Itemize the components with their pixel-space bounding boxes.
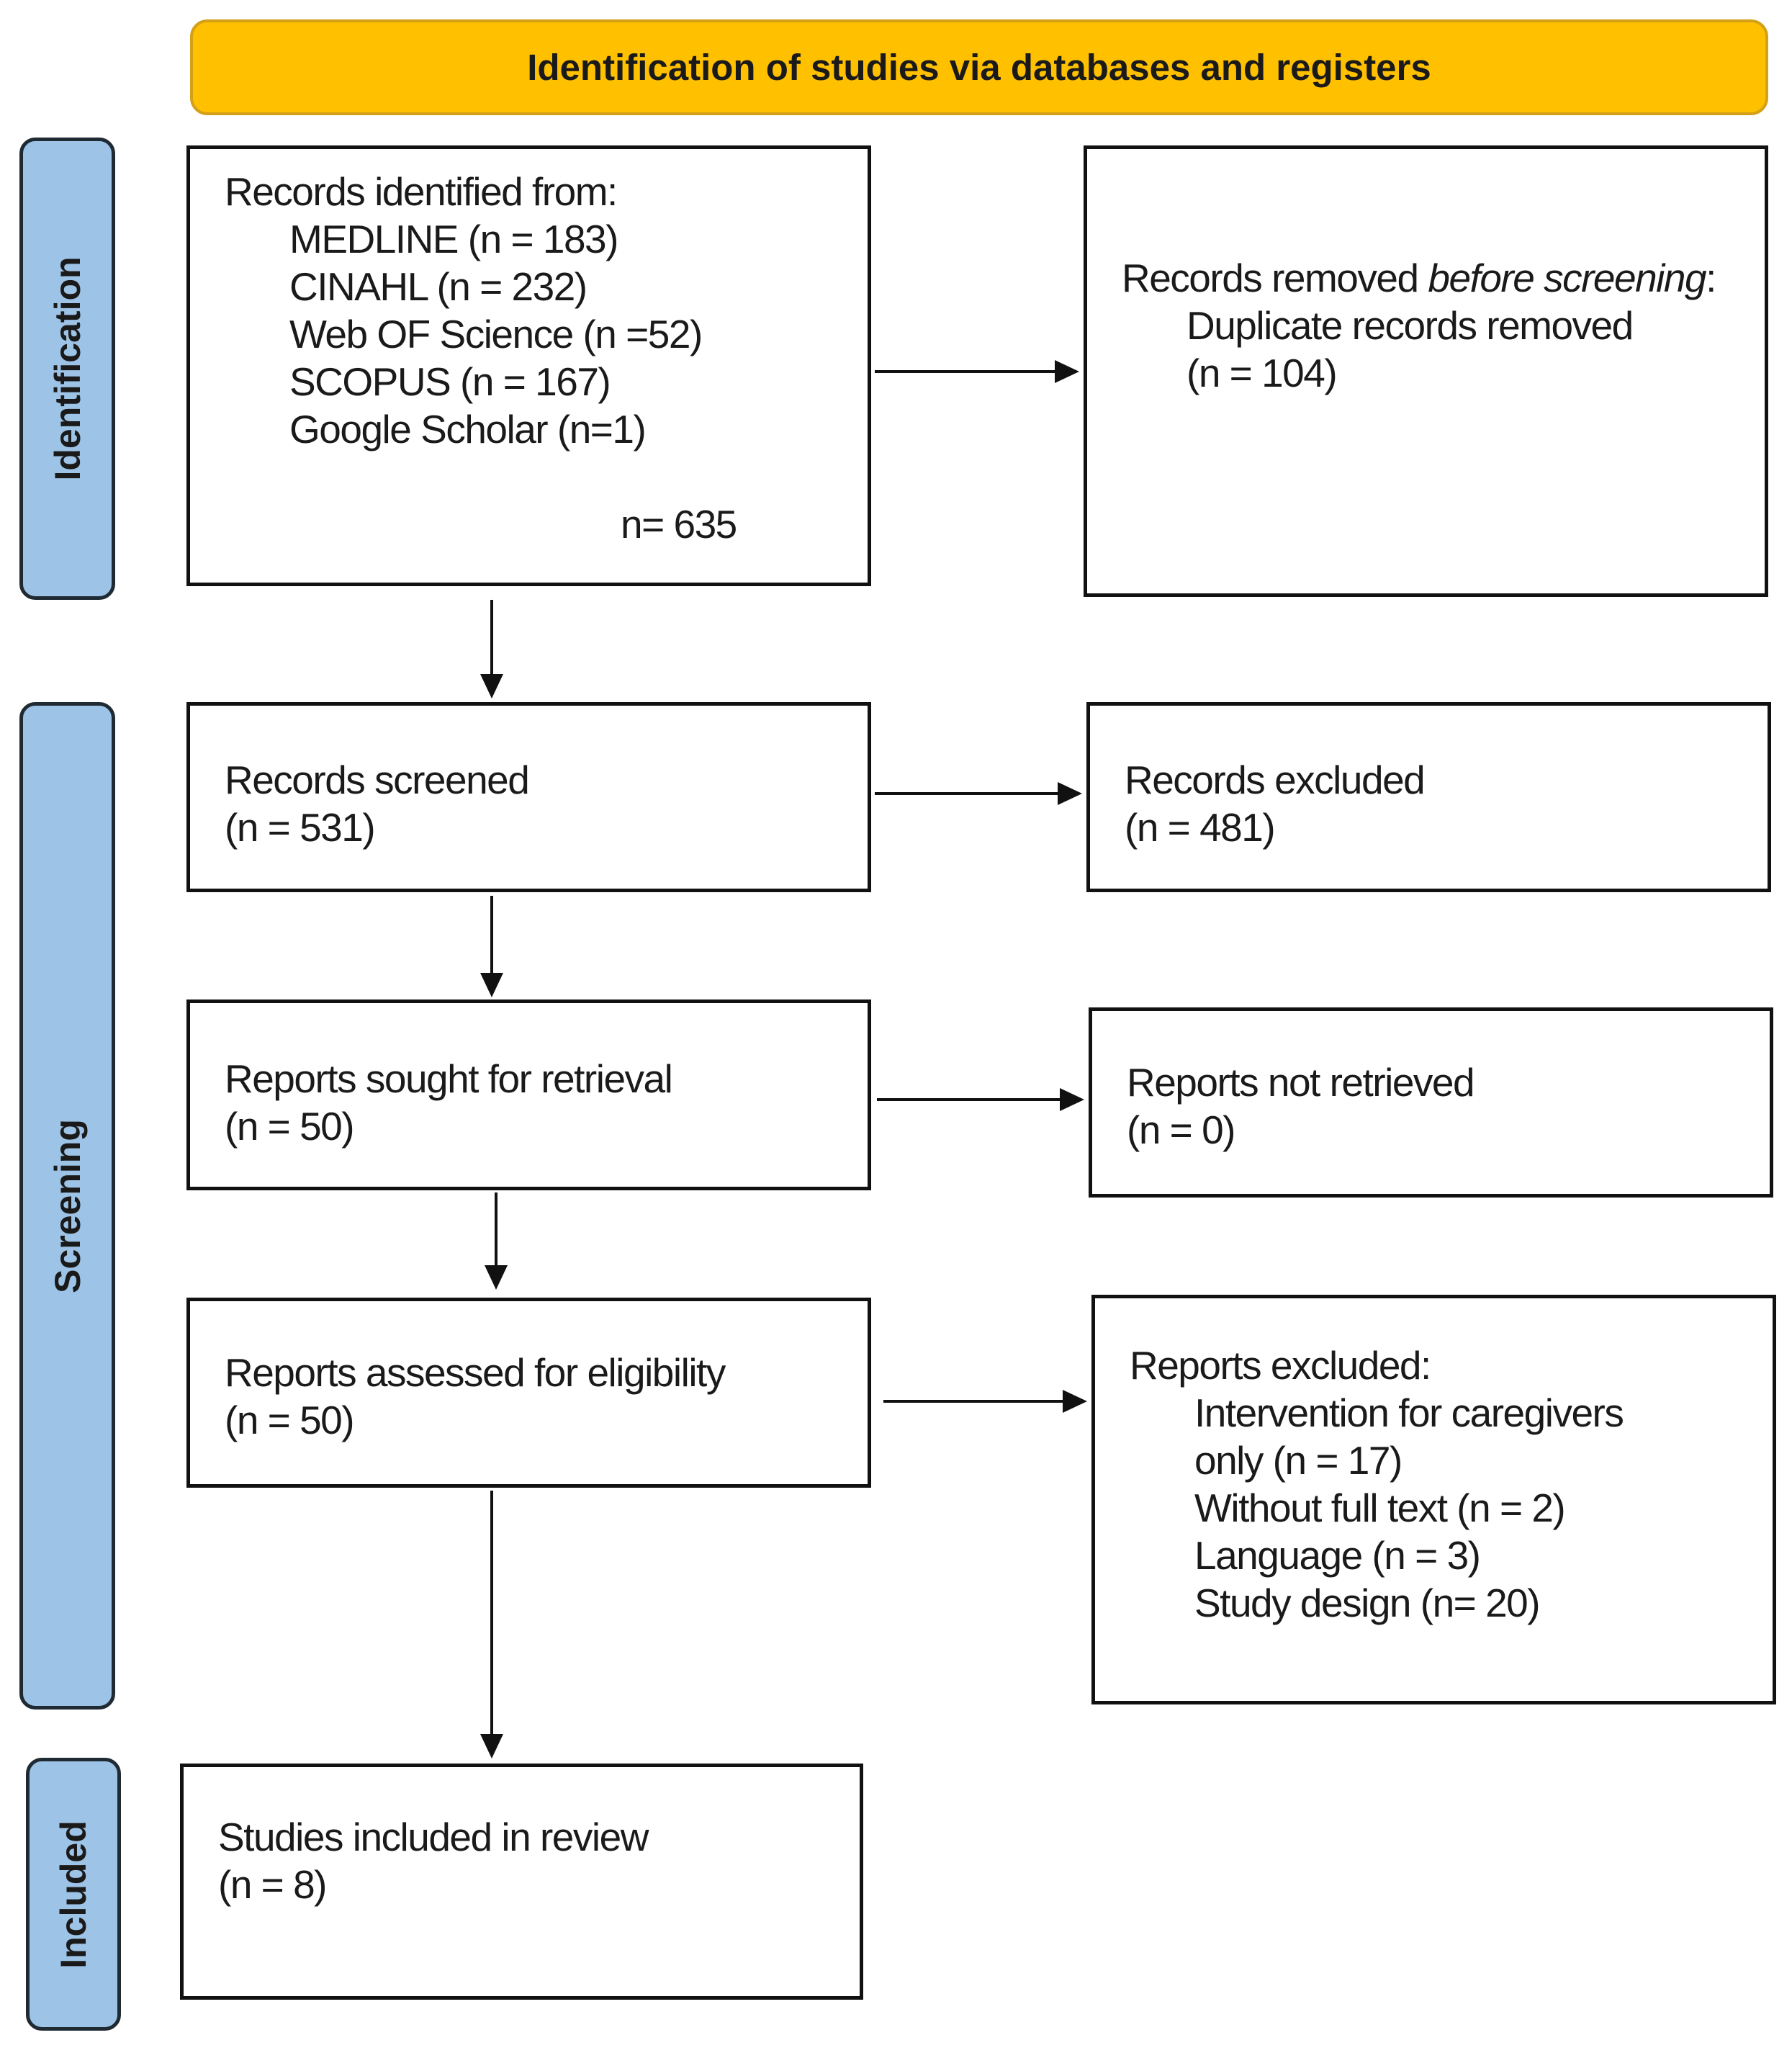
box-title: Records removed before screening: — [1122, 254, 1765, 302]
total-count: n= 635 — [621, 502, 737, 547]
box-title: Records identified from: — [225, 169, 618, 214]
phase-label: Included — [53, 1820, 94, 1969]
box-title: Reports sought for retrieval — [225, 1056, 673, 1101]
box-count: (n = 0) — [1127, 1108, 1236, 1152]
arrow-right — [877, 1088, 1084, 1111]
phase-label: Screening — [47, 1118, 88, 1293]
exclusion-reason: Intervention for caregivers — [1194, 1391, 1624, 1435]
box-title: Reports not retrieved — [1127, 1060, 1475, 1105]
arrow-down — [480, 1491, 503, 1758]
header-title: Identification of studies via databases … — [527, 47, 1431, 88]
source-item: SCOPUS (n = 167) — [289, 359, 611, 404]
source-item: Google Scholar (n=1) — [289, 407, 647, 452]
phase-identification: Identification — [19, 138, 115, 600]
phase-screening: Screening — [19, 702, 115, 1710]
arrow-down — [480, 896, 503, 997]
box-reports-excluded: Reports excluded: Intervention for careg… — [1091, 1295, 1776, 1704]
exclusion-reason: Language (n = 3) — [1194, 1533, 1481, 1578]
header-banner: Identification of studies via databases … — [190, 19, 1768, 115]
box-records-removed: Records removed before screening: Duplic… — [1084, 145, 1768, 597]
removed-count: (n = 104) — [1187, 351, 1338, 395]
box-reports-not-retrieved: Reports not retrieved (n = 0) — [1089, 1007, 1773, 1198]
arrow-right — [875, 360, 1079, 383]
exclusion-reason: only (n = 17) — [1194, 1438, 1402, 1483]
box-records-identified: Records identified from: MEDLINE (n = 18… — [186, 145, 871, 586]
source-item: MEDLINE (n = 183) — [289, 217, 618, 261]
arrow-down — [485, 1192, 508, 1290]
exclusion-reason: Without full text (n = 2) — [1194, 1486, 1566, 1530]
source-item: Web OF Science (n =52) — [289, 312, 703, 356]
box-reports-sought: Reports sought for retrieval (n = 50) — [186, 999, 871, 1190]
box-records-screened: Records screened (n = 531) — [186, 702, 871, 892]
box-count: (n = 531) — [225, 805, 376, 850]
box-count: (n = 50) — [225, 1398, 355, 1442]
source-item: CINAHL (n = 232) — [289, 264, 587, 309]
title-suffix: : — [1706, 256, 1716, 300]
box-title: Studies included in review — [218, 1815, 649, 1859]
phase-label: Identification — [47, 256, 88, 481]
box-count: (n = 481) — [1125, 805, 1276, 850]
title-prefix: Records removed — [1122, 256, 1428, 300]
removed-item: Duplicate records removed — [1187, 303, 1634, 348]
arrow-right — [875, 782, 1082, 805]
box-title: Records screened — [225, 758, 530, 802]
box-records-excluded: Records excluded (n = 481) — [1086, 702, 1771, 892]
box-count: (n = 8) — [218, 1862, 328, 1907]
arrow-right — [883, 1390, 1087, 1413]
title-italic: before screening — [1428, 256, 1706, 300]
box-title: Reports excluded: — [1130, 1343, 1431, 1388]
arrow-down — [480, 600, 503, 698]
box-title: Records excluded — [1125, 758, 1426, 802]
box-reports-assessed: Reports assessed for eligibility (n = 50… — [186, 1298, 871, 1488]
exclusion-reason: Study design (n= 20) — [1194, 1581, 1541, 1625]
box-count: (n = 50) — [225, 1104, 355, 1149]
phase-included: Included — [26, 1758, 121, 2031]
box-studies-included: Studies included in review (n = 8) — [180, 1764, 863, 2000]
box-title: Reports assessed for eligibility — [225, 1350, 726, 1395]
